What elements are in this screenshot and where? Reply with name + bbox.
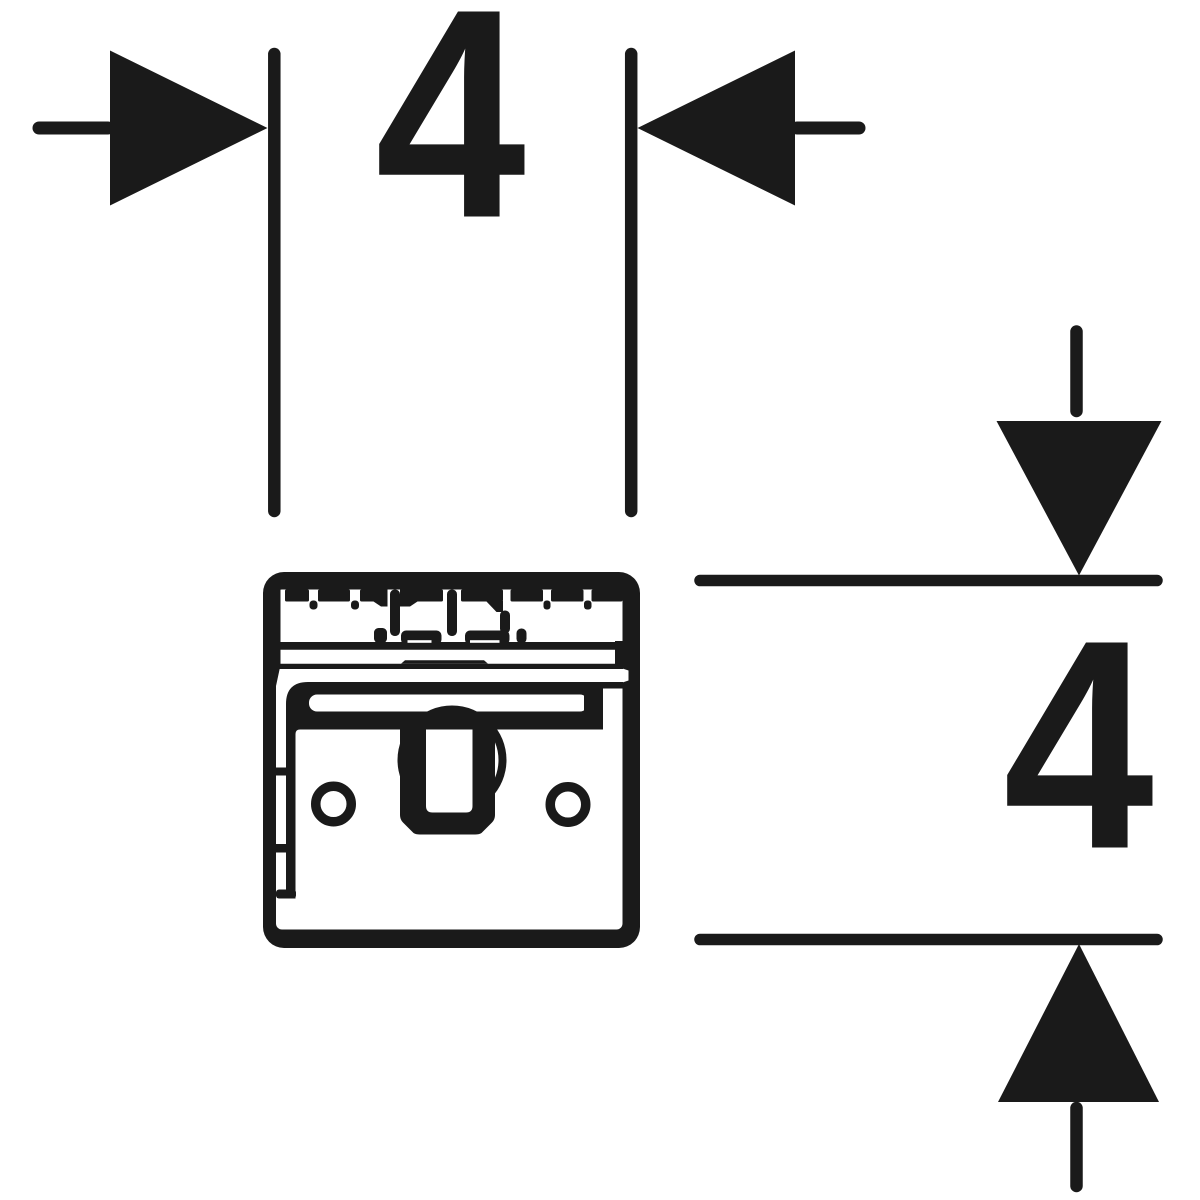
deck-line-upper bbox=[280, 642, 623, 650]
flange-top-line-extension bbox=[596, 682, 623, 689]
height-dimension-label: 4 bbox=[1003, 579, 1156, 912]
deck-line-lower bbox=[277, 663, 623, 669]
bracket-front-view bbox=[263, 572, 640, 948]
flange-bottom-stroke bbox=[295, 711, 603, 730]
rail-shoulder bbox=[373, 589, 388, 607]
vertical-dimension: 4 bbox=[694, 325, 1163, 1193]
locking-tick bbox=[390, 589, 400, 636]
locking-tick bbox=[447, 589, 457, 636]
rail-dash bbox=[285, 589, 309, 602]
flange-end-cap bbox=[584, 682, 603, 730]
width-dimension-label: 4 bbox=[375, 0, 528, 280]
ratchet-rung bbox=[276, 767, 296, 776]
top-rail-dashes bbox=[285, 589, 623, 602]
rail-tick bbox=[309, 600, 318, 610]
left-border-chamfer bbox=[276, 589, 281, 686]
arrowhead-up-icon bbox=[998, 944, 1159, 1102]
ratchet-cap bbox=[276, 889, 296, 899]
center-tab-slot bbox=[426, 729, 473, 813]
pad-slit bbox=[470, 640, 500, 643]
locking-tick bbox=[500, 610, 510, 634]
rail-shoulders bbox=[373, 589, 503, 612]
hook-top-bump bbox=[401, 660, 488, 664]
rail-tick bbox=[584, 600, 592, 610]
screw-hole-right-icon bbox=[545, 782, 591, 827]
arrowhead-left-icon bbox=[110, 50, 268, 206]
rail-shoulder bbox=[486, 601, 503, 612]
screw-hole-left-icon bbox=[311, 781, 356, 827]
rail-tick bbox=[543, 600, 551, 610]
locking-ticks bbox=[390, 589, 510, 636]
right-border-bulge bbox=[615, 641, 624, 669]
left-ratchet bbox=[276, 767, 296, 899]
rail-dash bbox=[591, 589, 623, 602]
rail-nub bbox=[516, 628, 527, 644]
rail-dash bbox=[461, 589, 503, 602]
arrowhead-down-icon bbox=[996, 421, 1162, 576]
pad-slit bbox=[407, 640, 432, 643]
flange-groove bbox=[309, 694, 588, 712]
rail-dash bbox=[360, 589, 387, 602]
arrowhead-right-icon bbox=[637, 50, 795, 206]
ratchet-rung bbox=[276, 844, 296, 853]
right-border-notch bbox=[622, 668, 629, 683]
rail-tick bbox=[351, 600, 359, 610]
rail-shoulder bbox=[400, 589, 418, 607]
horizontal-dimension: 4 bbox=[32, 0, 866, 518]
rail-junction-ticks bbox=[309, 600, 592, 610]
rail-nub bbox=[374, 628, 387, 643]
rail-dash bbox=[510, 589, 543, 602]
rail-dash bbox=[318, 589, 350, 602]
rail-dash bbox=[551, 589, 584, 602]
